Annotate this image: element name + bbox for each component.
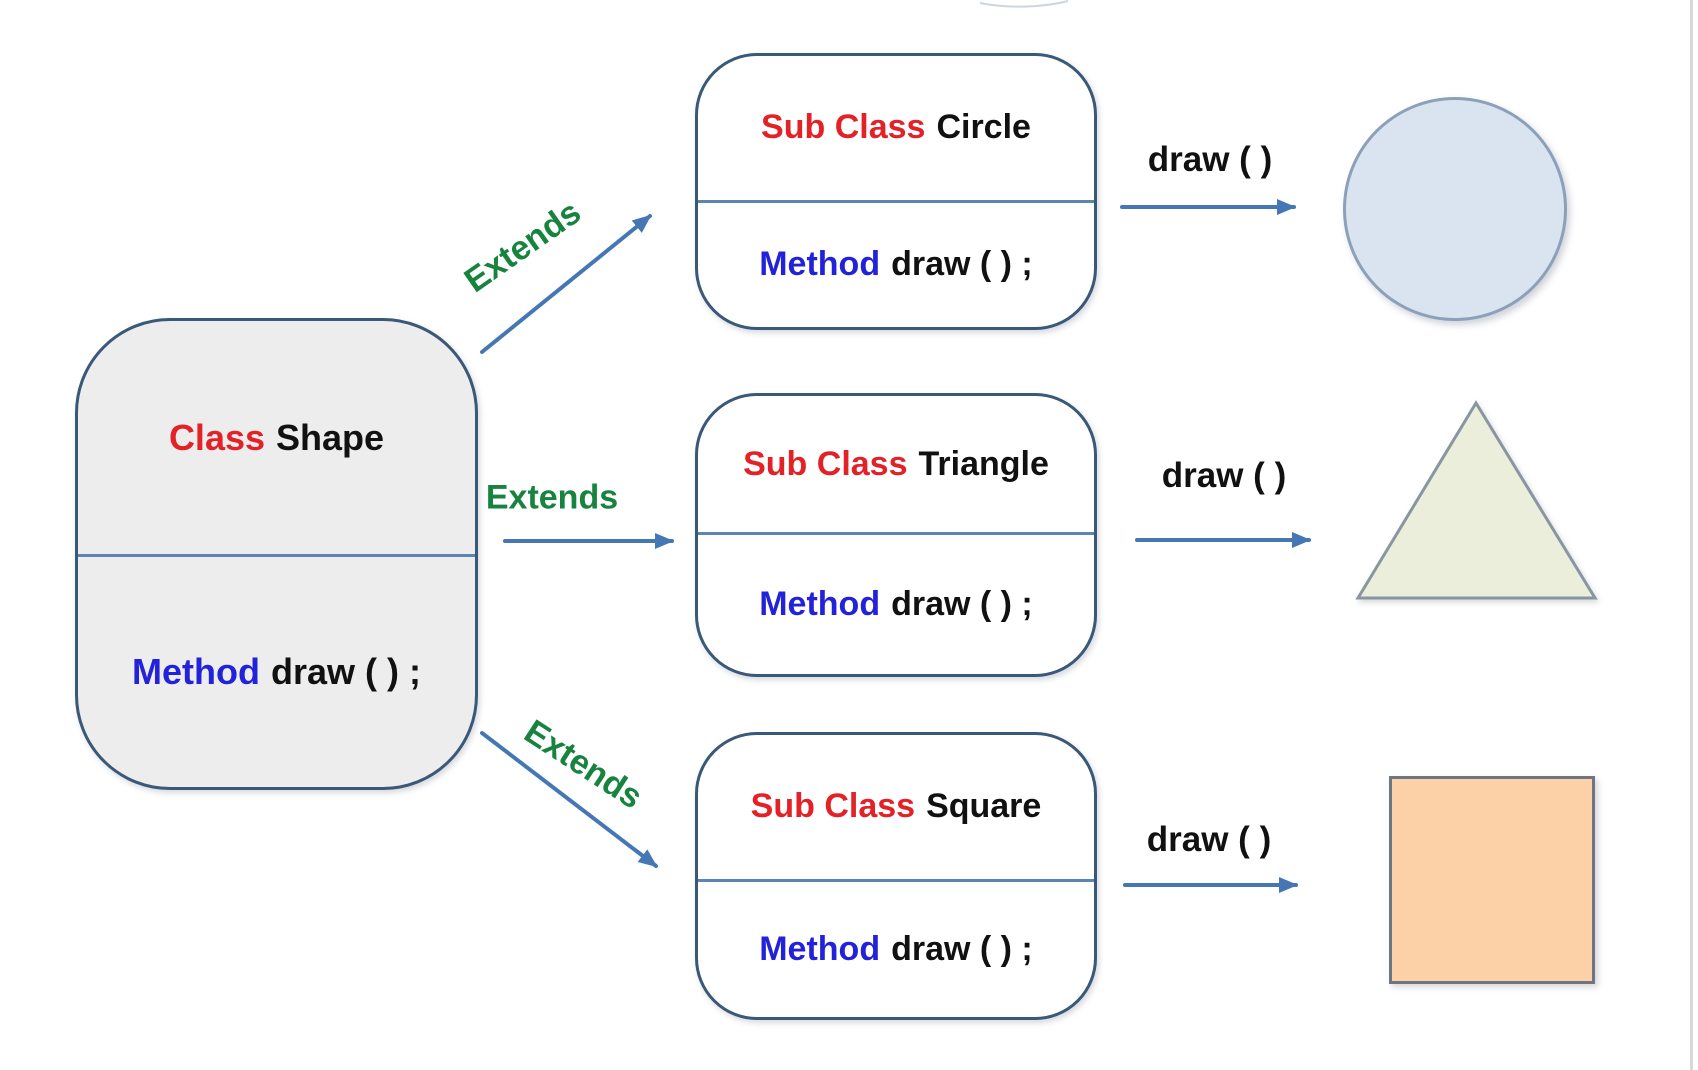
subclass-square-title-section: Sub Class Square <box>698 735 1094 882</box>
top-edge-artifact <box>979 0 1069 8</box>
subclass-circle-method-section: Method draw ( ) ; <box>698 203 1094 327</box>
subclass-triangle-title-section: Sub Class Triangle <box>698 396 1094 536</box>
subclass-name: Triangle <box>918 444 1049 483</box>
subclass-name: Circle <box>936 108 1031 147</box>
square-shape <box>1389 776 1595 984</box>
method-signature: draw ( ) ; <box>891 245 1033 284</box>
extends-label-circle: Extends <box>457 193 588 301</box>
subclass-square-box: Sub Class Square Method draw ( ) ; <box>695 732 1097 1020</box>
extends-label-triangle: Extends <box>485 478 619 517</box>
subclass-keyword: Sub Class <box>761 108 926 147</box>
subclass-circle-box: Sub Class Circle Method draw ( ) ; <box>695 53 1097 330</box>
subclass-circle-title-section: Sub Class Circle <box>698 56 1094 203</box>
subclass-triangle-method-section: Method draw ( ) ; <box>698 535 1094 674</box>
method-keyword: Method <box>759 929 881 968</box>
class-keyword: Class <box>168 416 266 458</box>
method-keyword: Method <box>759 245 881 284</box>
right-edge-line <box>1690 0 1693 1070</box>
subclass-keyword: Sub Class <box>743 444 908 483</box>
circle-shape <box>1343 97 1567 321</box>
method-signature: draw ( ) ; <box>891 585 1033 624</box>
subclass-keyword: Sub Class <box>750 787 916 826</box>
subclass-name: Square <box>926 787 1042 826</box>
subclass-square-method-section: Method draw ( ) ; <box>698 882 1094 1017</box>
subclass-triangle-box: Sub Class Triangle Method draw ( ) ; <box>695 393 1097 677</box>
method-keyword: Method <box>132 651 260 692</box>
draw-label-square: draw ( ) <box>1146 820 1272 859</box>
extends-label-square: Extends <box>517 712 650 817</box>
method-signature: draw ( ) ; <box>891 929 1033 968</box>
class-name: Shape <box>276 416 385 458</box>
method-keyword: Method <box>759 585 881 624</box>
draw-label-circle: draw ( ) <box>1147 140 1273 179</box>
method-signature: draw ( ) ; <box>270 651 421 692</box>
triangle-shape <box>1355 400 1598 600</box>
triangle-polygon <box>1355 400 1598 600</box>
draw-label-triangle: draw ( ) <box>1161 456 1287 495</box>
